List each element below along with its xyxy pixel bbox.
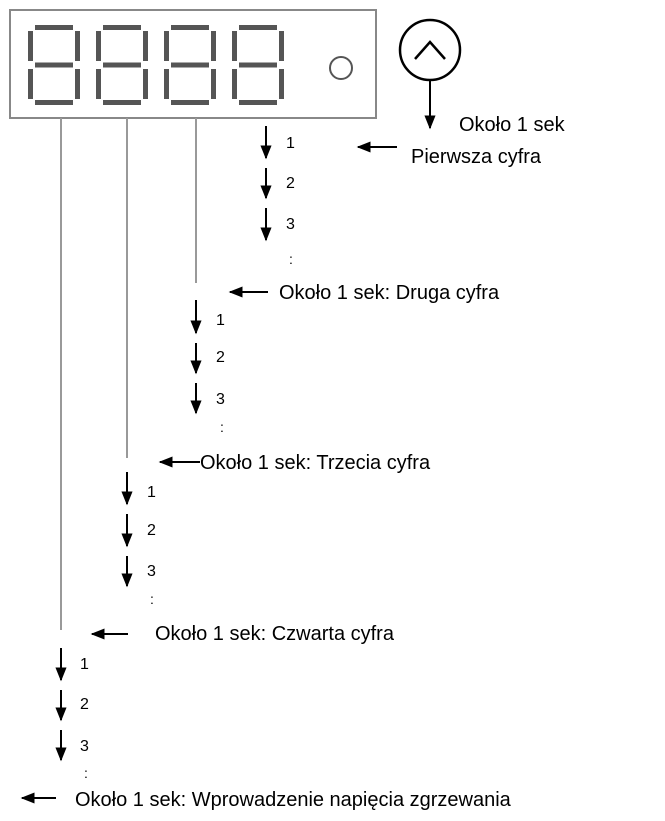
seven-segment-digit: [164, 25, 216, 105]
step-number: 1: [80, 656, 89, 673]
stage-entry-label: Około 1 sek: Trzecia cyfra: [200, 452, 431, 474]
step-number: 3: [216, 391, 225, 408]
segment: [28, 69, 33, 99]
top-step-label: Około 1 sek: [459, 114, 566, 136]
circle-led-icon: [329, 56, 353, 80]
segment: [171, 62, 209, 68]
step-number: 2: [147, 522, 156, 539]
stage-entry-label: Około 1 sek: Druga cyfra: [279, 282, 500, 304]
step-number: 3: [147, 563, 156, 580]
segment: [164, 31, 169, 61]
segment: [28, 31, 33, 61]
stage-entry-label: Pierwsza cyfra: [411, 146, 542, 168]
segment: [143, 31, 148, 61]
segment: [143, 69, 148, 99]
seven-segment-digit: [28, 25, 80, 105]
segment: [103, 62, 141, 68]
segment: [35, 25, 73, 30]
segment: [232, 31, 237, 61]
seven-segment-digit: [96, 25, 148, 105]
segment: [211, 69, 216, 99]
segment: [75, 69, 80, 99]
ellipsis: :: [220, 419, 224, 435]
segment: [35, 100, 73, 105]
step-number: 2: [80, 696, 89, 713]
seven-segment-digits: [28, 25, 284, 105]
segment: [239, 62, 277, 68]
segment: [103, 25, 141, 30]
segment: [239, 100, 277, 105]
segment: [103, 100, 141, 105]
segment: [279, 31, 284, 61]
ellipsis: :: [289, 251, 293, 267]
ellipsis: :: [84, 765, 88, 781]
segment: [232, 69, 237, 99]
final-label: Około 1 sek: Wprowadzenie napięcia zgrze…: [75, 789, 512, 811]
up-arrow-button-icon[interactable]: [398, 18, 462, 82]
step-number: 2: [286, 175, 295, 192]
step-number: 2: [216, 349, 225, 366]
segment: [75, 31, 80, 61]
seven-segment-digit: [232, 25, 284, 105]
segment: [211, 31, 216, 61]
step-number: 1: [147, 484, 156, 501]
segment: [171, 25, 209, 30]
segment: [96, 69, 101, 99]
ellipsis: :: [150, 591, 154, 607]
segment: [96, 31, 101, 61]
step-number: 3: [286, 216, 295, 233]
segment: [239, 25, 277, 30]
segment: [171, 100, 209, 105]
segment: [279, 69, 284, 99]
segment: [164, 69, 169, 99]
step-number: 3: [80, 738, 89, 755]
step-number: 1: [216, 312, 225, 329]
stage-entry-label: Około 1 sek: Czwarta cyfra: [155, 623, 395, 645]
segment: [35, 62, 73, 68]
step-number: 1: [286, 135, 295, 152]
